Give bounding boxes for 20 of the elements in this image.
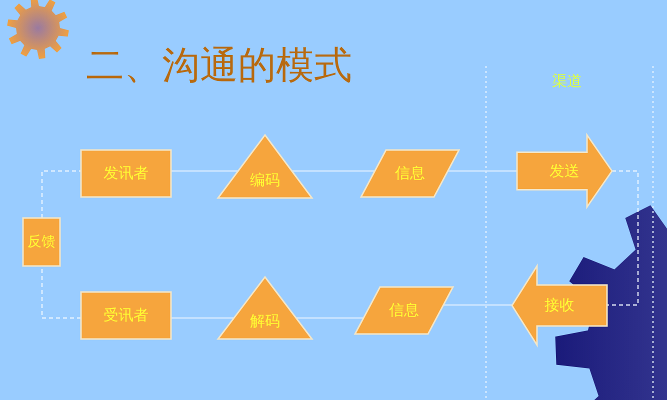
- connector-line: [296, 317, 364, 319]
- parallelogram-shape: 信息: [361, 150, 459, 197]
- connector-line: [171, 317, 234, 319]
- process-box: 反馈: [23, 218, 60, 266]
- connector-line: [607, 170, 639, 306]
- process-box: 受讯者: [81, 292, 171, 339]
- channel-label: 渠道: [552, 72, 582, 91]
- triangle-shape: 编码: [218, 135, 312, 198]
- triangle-shape: 解码: [218, 277, 312, 339]
- slide-title: 二、沟通的模式: [86, 42, 352, 89]
- connector-line: [443, 304, 512, 306]
- parallelogram-shape: 信息: [355, 287, 453, 334]
- process-box: 发讯者: [81, 150, 171, 197]
- connector-line: [448, 170, 517, 172]
- connector-line: [41, 170, 81, 218]
- connector-line: [41, 266, 81, 319]
- connector-line: [171, 170, 238, 172]
- connector-line: [292, 170, 375, 172]
- left-arrow-shape: 接收: [512, 266, 607, 345]
- right-arrow-shape: 发送: [517, 135, 612, 207]
